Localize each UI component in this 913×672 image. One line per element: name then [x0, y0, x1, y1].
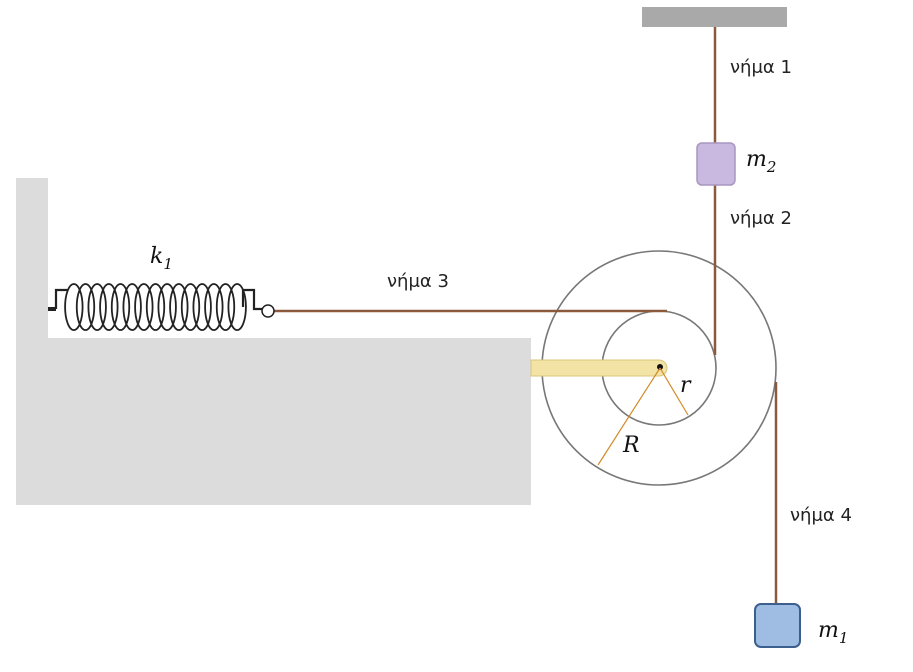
- spring-k1: [48, 283, 275, 331]
- spring-end-ring: [261, 304, 275, 318]
- thread-2-label: νήμα 2: [730, 208, 792, 229]
- mass-m1-label: m1: [818, 618, 848, 647]
- small-radius-label: r: [680, 373, 692, 398]
- mass-m1: [754, 603, 801, 648]
- mass-m2-label: m2: [746, 147, 776, 176]
- radius-line-small: [659, 367, 689, 416]
- axle-center-dot: [657, 364, 663, 370]
- ceiling: [642, 7, 787, 27]
- thread-3-label: νήμα 3: [387, 271, 449, 292]
- radius-line-big: [597, 367, 661, 466]
- thread-1-label: νήμα 1: [730, 57, 792, 78]
- mass-m2: [696, 142, 736, 186]
- big-radius-label: R: [622, 433, 640, 458]
- thread-4-label: νήμα 4: [790, 505, 852, 526]
- wall-and-table: [16, 178, 531, 505]
- spring-coils: [64, 283, 247, 331]
- spring-constant-label: k1: [150, 244, 173, 273]
- axle-rod: [530, 359, 668, 377]
